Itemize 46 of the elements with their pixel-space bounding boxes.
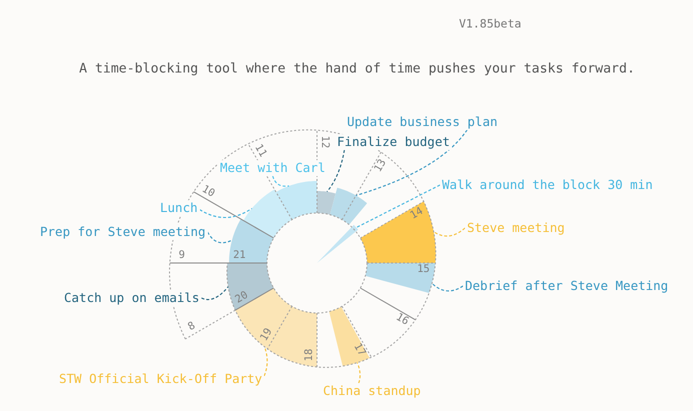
hour-number: 11: [252, 142, 268, 160]
hour-number: 20: [234, 290, 250, 306]
hour-number: 21: [233, 250, 246, 262]
hour-number: 10: [199, 184, 216, 200]
leader-line: [326, 150, 345, 192]
task-wedge: [360, 201, 436, 263]
hour-number: 17: [351, 342, 368, 359]
leader-line: [199, 208, 252, 218]
subtitle: A time-blocking tool where the hand of time pushes your tasks forward.: [79, 62, 635, 78]
leader-line: [433, 228, 466, 237]
hour-number: 13: [372, 158, 390, 174]
task-wedge: [276, 181, 317, 220]
task-label: Finalize budget: [335, 134, 452, 150]
task-wedge: [243, 189, 292, 238]
task-wedge: [235, 288, 317, 367]
hour-number: 9: [178, 250, 185, 262]
leader-line: [201, 286, 229, 300]
task-wedge: [330, 188, 368, 225]
leader-line: [207, 232, 232, 244]
task-label: Prep for Steve meeting: [38, 224, 208, 240]
hour-number: 15: [417, 264, 430, 276]
task-wedge: [317, 224, 358, 263]
task-wedge: [365, 263, 436, 293]
task-label: STW Official Kick-Off Party: [57, 371, 264, 387]
leader-line: [264, 346, 268, 376]
version-label: V1.85beta: [459, 18, 522, 30]
hour-number: 16: [393, 312, 410, 328]
hour-number: 18: [304, 348, 316, 362]
leader-line: [356, 184, 440, 228]
leader-line: [356, 130, 468, 196]
task-label: Meet with Carl: [218, 160, 328, 176]
hour-number: 8: [186, 320, 198, 334]
hour-number: 14: [408, 205, 426, 222]
task-wedge: [229, 219, 274, 263]
task-label: Lunch: [158, 200, 200, 216]
leader-line: [356, 362, 361, 384]
hour-number: 12: [318, 136, 330, 149]
task-label: China standup: [321, 383, 423, 399]
hour-number: 19: [259, 326, 276, 344]
leader-line: [432, 282, 464, 292]
leader-line: [272, 176, 290, 187]
task-label: Steve meeting: [465, 220, 567, 236]
task-label: Catch up on emails: [62, 290, 202, 306]
task-wedge: [226, 263, 274, 310]
task-wedge: [329, 306, 370, 366]
task-wedge: [317, 191, 336, 215]
